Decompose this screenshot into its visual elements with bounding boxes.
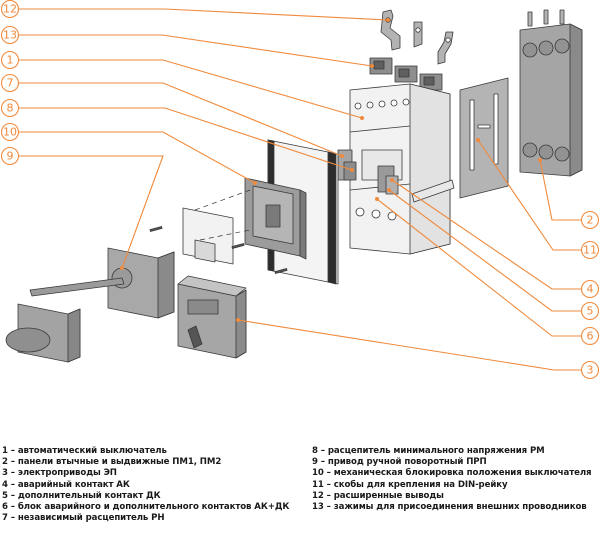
callout-1: 1 <box>0 50 20 70</box>
svg-text:11: 11 <box>583 244 597 257</box>
legend-item-10: 10 – механическая блокировка положения в… <box>312 468 592 479</box>
svg-text:13: 13 <box>3 29 17 42</box>
legend-item-6: 6 – блок аварийного и дополнительного ко… <box>2 502 290 513</box>
svg-text:1: 1 <box>7 54 14 67</box>
legend-right-column: 8 – расцепитель минимального напряжения … <box>312 446 592 513</box>
leader-12 <box>19 8 389 21</box>
callout-12: 12 <box>0 0 20 19</box>
part-extended-terminals <box>380 9 454 65</box>
part-clamps <box>369 57 443 91</box>
legend-item-12: 12 – расширенные выводы <box>312 490 444 501</box>
part-din-clip <box>459 77 509 199</box>
leader-8 <box>19 107 353 171</box>
part-rotary-handle <box>5 247 175 363</box>
legend-item-8: 8 – расцепитель минимального напряжения … <box>312 446 545 456</box>
leader-2 <box>539 159 582 221</box>
part-handle-frame <box>244 177 307 260</box>
leader-13 <box>19 34 373 67</box>
legend-item-3: 3 – электроприводы ЭП <box>2 468 117 479</box>
leader-6 <box>376 198 582 337</box>
leader-7 <box>19 82 343 157</box>
legend-item-13: 13 – зажимы для присоединения внешних пр… <box>312 502 587 513</box>
legend-left-column: 1 – автоматический выключатель 2 – панел… <box>2 446 289 524</box>
legend-item-2: 2 – панели втычные и выдвижные ПМ1, ПМ2 <box>2 457 222 468</box>
svg-text:7: 7 <box>7 77 14 90</box>
callout-7: 7 <box>0 73 20 93</box>
part-side-rail <box>411 179 455 203</box>
legend-item-4: 4 – аварийный контакт АК <box>2 479 130 490</box>
svg-text:6: 6 <box>587 330 594 343</box>
svg-text:9: 9 <box>7 150 14 163</box>
svg-text:8: 8 <box>7 102 14 115</box>
part-circuit-breaker <box>349 83 451 255</box>
legend-item-1: 1 – автоматический выключатель <box>2 446 167 456</box>
svg-text:3: 3 <box>587 364 594 377</box>
callout-3: 3 <box>580 360 600 380</box>
exploded-view-diagram: 12 13 1 7 8 10 9 2 11 4 5 6 3 <box>0 0 600 380</box>
legend-item-7: 7 – независимый расцепитель РН <box>2 513 165 524</box>
part-motor-drive <box>177 275 247 359</box>
leader-3 <box>237 319 582 371</box>
svg-text:12: 12 <box>3 3 17 16</box>
part-screws <box>149 226 288 274</box>
svg-text:10: 10 <box>3 126 17 139</box>
legend-item-11: 11 – скобы для крепления на DIN-рейку <box>312 479 508 490</box>
callout-8: 8 <box>0 98 20 118</box>
leader-5 <box>388 189 582 312</box>
leader-11 <box>477 139 582 251</box>
svg-text:4: 4 <box>587 283 594 296</box>
part-face-plate <box>182 207 234 265</box>
legend-item-9: 9 – привод ручной поворотный ПРП <box>312 457 487 468</box>
svg-text:5: 5 <box>587 305 594 318</box>
callout-9: 9 <box>0 146 20 166</box>
legend-item-5: 5 – дополнительный контакт ДК <box>2 490 161 501</box>
leader-9 <box>19 155 164 269</box>
leader-4 <box>391 179 582 290</box>
callout-13: 13 <box>0 25 20 45</box>
part-plugin-panel <box>519 9 583 177</box>
callout-5: 5 <box>580 301 600 321</box>
leader-10 <box>19 131 256 184</box>
callout-6: 6 <box>580 326 600 346</box>
callout-11: 11 <box>580 240 600 260</box>
callout-10: 10 <box>0 122 20 142</box>
callout-2: 2 <box>580 210 600 230</box>
svg-text:2: 2 <box>587 214 594 227</box>
callout-4: 4 <box>580 279 600 299</box>
leader-1 <box>19 59 363 119</box>
